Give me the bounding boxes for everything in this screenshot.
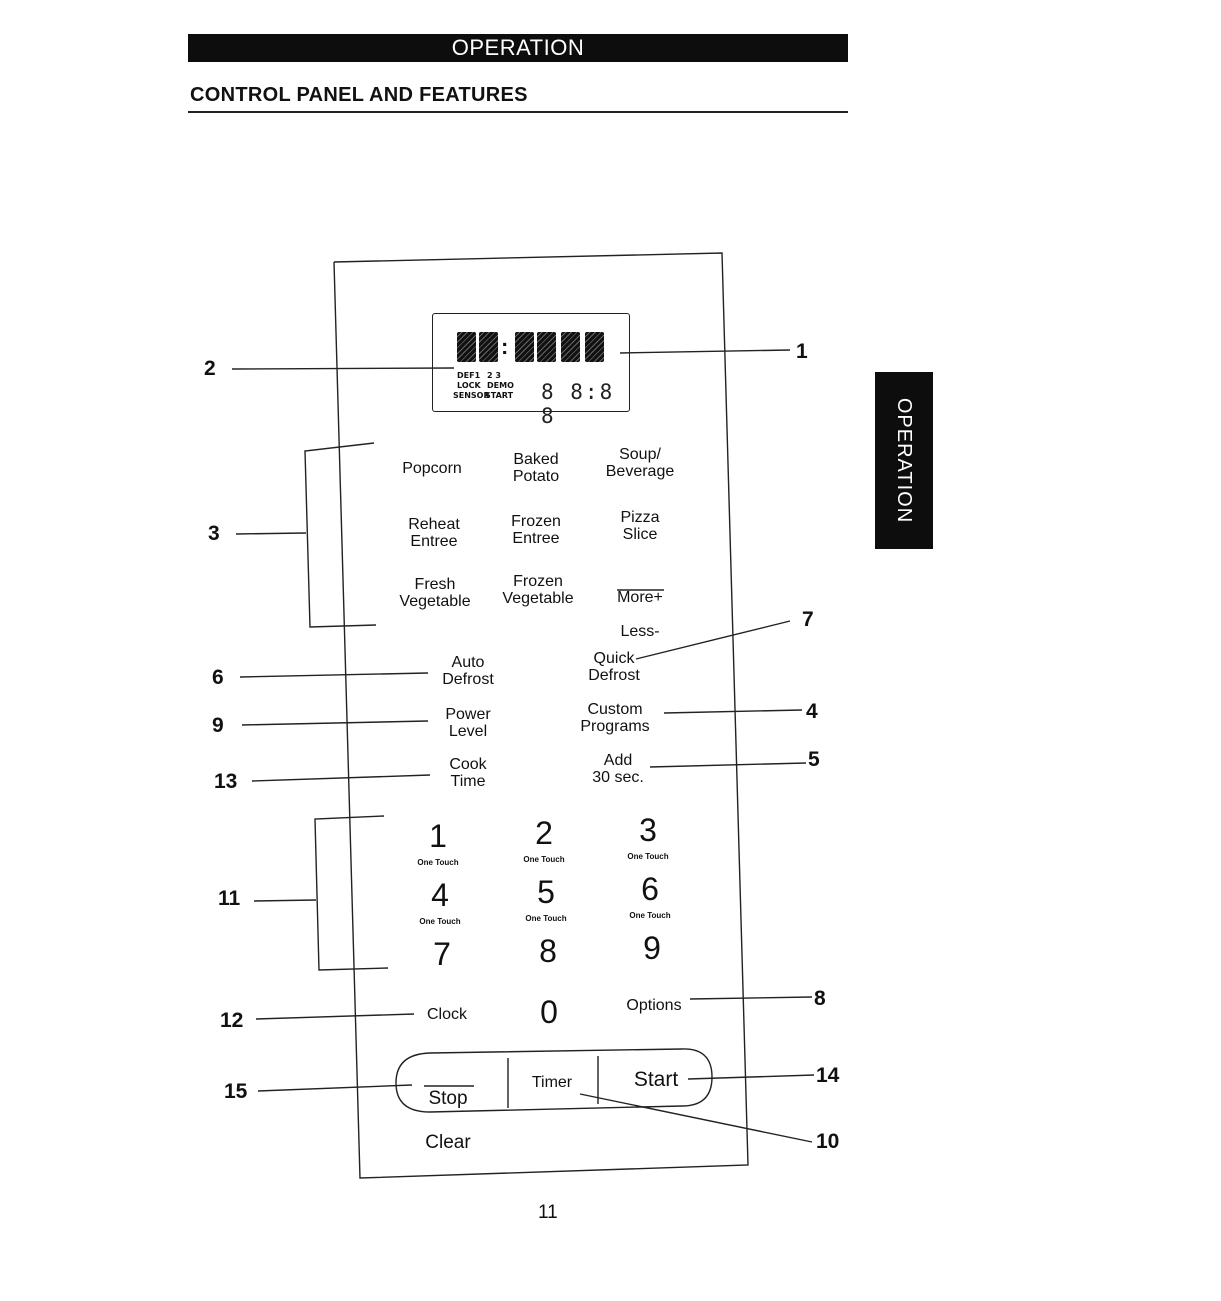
quick-defrost-button[interactable]: Quick Defrost <box>588 650 640 684</box>
one-touch-label: One Touch <box>525 914 567 923</box>
clock-button[interactable]: Clock <box>426 1006 467 1023</box>
leader-3 <box>235 532 307 535</box>
number-key-7[interactable]: 7 <box>433 936 451 972</box>
display-digit <box>479 332 498 362</box>
indicator-sensor: SENSOR <box>453 391 490 400</box>
auto-defrost-button[interactable]: Auto Defrost <box>442 654 494 688</box>
section-header-bar: OPERATION <box>188 34 848 62</box>
leader-13 <box>251 774 431 782</box>
reheat-entree-button[interactable]: Reheat Entree <box>408 516 460 550</box>
leader-2 <box>231 367 455 370</box>
clear-label: Clear <box>425 1132 471 1153</box>
cook-time-button[interactable]: Cook Time <box>449 756 487 790</box>
leader-5 <box>649 762 807 768</box>
panel-outline <box>333 252 749 1179</box>
pizza-slice-button[interactable]: Pizza Slice <box>620 509 660 543</box>
leader-15 <box>257 1084 413 1092</box>
leader-6 <box>239 672 429 678</box>
custom-programs-button[interactable]: Custom Programs <box>580 701 650 735</box>
side-tab: OPERATION <box>875 372 933 549</box>
timer-button[interactable]: Timer <box>531 1074 573 1091</box>
bracket-3 <box>304 442 377 628</box>
add-30-sec-button[interactable]: Add 30 sec. <box>592 752 644 786</box>
indicator-start: START <box>485 391 514 400</box>
callout-12: 12 <box>220 1009 244 1032</box>
start-button[interactable]: Start <box>633 1068 679 1091</box>
more-label: More+ <box>617 589 663 606</box>
callout-5: 5 <box>808 748 820 771</box>
callout-8: 8 <box>814 987 826 1010</box>
callout-13: 13 <box>214 770 238 793</box>
number-key-1[interactable]: 1 <box>429 818 447 854</box>
leader-8 <box>689 996 813 1000</box>
bracket-11 <box>314 815 389 971</box>
leader-1 <box>619 349 791 354</box>
callout-1: 1 <box>796 340 808 363</box>
number-key-9[interactable]: 9 <box>643 930 661 966</box>
one-touch-label: One Touch <box>419 917 461 926</box>
number-key-2[interactable]: 2 <box>535 815 553 851</box>
indicator-defr: DEF1 <box>457 371 481 380</box>
number-key-0[interactable]: 0 <box>540 994 558 1030</box>
number-key-3[interactable]: 3 <box>639 812 657 848</box>
callout-15: 15 <box>224 1080 248 1103</box>
leader-4 <box>663 709 803 714</box>
stop-label: Stop <box>428 1088 468 1109</box>
soup-beverage-button[interactable]: Soup/ Beverage <box>605 446 675 480</box>
stop-clear-button[interactable]: Stop Clear <box>418 1066 478 1154</box>
more-less-button[interactable]: More+ Less- <box>598 572 682 640</box>
less-label: Less- <box>620 623 660 640</box>
indicator-nums: 2 3 <box>487 371 501 380</box>
section-subtitle: CONTROL PANEL AND FEATURES <box>190 84 528 106</box>
number-key-6[interactable]: 6 <box>641 871 659 907</box>
leader-14 <box>687 1074 815 1080</box>
callout-6: 6 <box>212 666 224 689</box>
display-digit <box>585 332 604 362</box>
callout-2: 2 <box>204 357 216 380</box>
options-button[interactable]: Options <box>626 997 682 1014</box>
number-key-8[interactable]: 8 <box>539 933 557 969</box>
number-key-4[interactable]: 4 <box>431 877 449 913</box>
leader-7 <box>635 620 791 660</box>
leader-12 <box>255 1013 415 1020</box>
popcorn-button[interactable]: Popcorn <box>402 460 462 477</box>
callout-9: 9 <box>212 714 224 737</box>
power-level-button[interactable]: Power Level <box>445 706 491 740</box>
one-touch-label: One Touch <box>523 855 565 864</box>
one-touch-label: One Touch <box>417 858 459 867</box>
indicator-demo: DEMO <box>487 381 514 390</box>
header-rule <box>188 111 848 113</box>
display-digit <box>561 332 580 362</box>
callout-14: 14 <box>816 1064 840 1087</box>
callout-7: 7 <box>802 608 814 631</box>
callout-4: 4 <box>806 700 818 723</box>
leader-10 <box>579 1093 813 1143</box>
display-digit <box>515 332 534 362</box>
frozen-entree-button[interactable]: Frozen Entree <box>511 513 561 547</box>
display-small-time: 8 8:8 8 <box>541 380 615 428</box>
page-number: 11 <box>538 1202 558 1223</box>
leader-11 <box>253 899 317 902</box>
key-bar-outline <box>395 1048 713 1113</box>
callout-11: 11 <box>218 887 241 910</box>
frozen-vegetable-button[interactable]: Frozen Vegetable <box>502 573 574 607</box>
number-key-5[interactable]: 5 <box>537 874 555 910</box>
display-digit <box>457 332 476 362</box>
callout-3: 3 <box>208 522 220 545</box>
fresh-vegetable-button[interactable]: Fresh Vegetable <box>399 576 471 610</box>
baked-potato-button[interactable]: Baked Potato <box>512 451 560 485</box>
display-colon: : <box>501 334 509 359</box>
lcd-display: : DEF1 2 3 LOCK DEMO SENSOR START 8 8:8 … <box>432 313 630 428</box>
callout-10: 10 <box>816 1130 840 1153</box>
leader-9 <box>241 720 429 726</box>
one-touch-label: One Touch <box>629 911 671 920</box>
display-digit <box>537 332 556 362</box>
indicator-lock: LOCK <box>457 381 481 390</box>
one-touch-label: One Touch <box>627 852 669 861</box>
